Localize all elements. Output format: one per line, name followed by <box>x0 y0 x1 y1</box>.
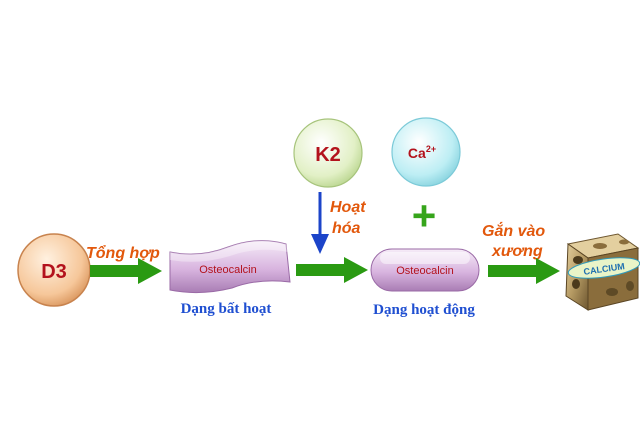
k2-node: K2 <box>293 118 363 188</box>
active-form-label: Dạng hoạt động <box>373 302 475 318</box>
activation-label-line1: Hoạt <box>330 199 366 216</box>
active-osteocalcin-node: Osteocalcin <box>370 248 480 292</box>
arrow-synthesis <box>90 258 162 284</box>
calcium-ion-label: Ca2+ <box>408 144 436 161</box>
inactive-form-label: Dạng bất hoạt <box>181 301 272 317</box>
active-osteocalcin-label: Osteocalcin <box>396 265 453 277</box>
calcium-ion-node: Ca2+ <box>391 117 461 187</box>
inactive-osteocalcin-node: Osteocalcin <box>169 240 291 294</box>
bind-label-line1: Gắn vào <box>482 221 545 240</box>
arrow-to-active <box>296 257 368 283</box>
bind-label-line2: xương <box>491 243 543 260</box>
k2-label: K2 <box>315 144 341 166</box>
plus-sign: + <box>412 192 437 239</box>
synthesis-label: Tổng hợp <box>86 244 160 262</box>
d3-label: D3 <box>41 261 67 283</box>
arrow-bind-bone <box>488 258 560 284</box>
arrow-activation <box>311 192 329 254</box>
activation-label-line2: hóa <box>332 220 361 237</box>
bone-block-icon: CALCIUM <box>565 233 640 311</box>
inactive-osteocalcin-label: Osteocalcin <box>199 264 256 276</box>
d3-node: D3 <box>17 233 91 307</box>
